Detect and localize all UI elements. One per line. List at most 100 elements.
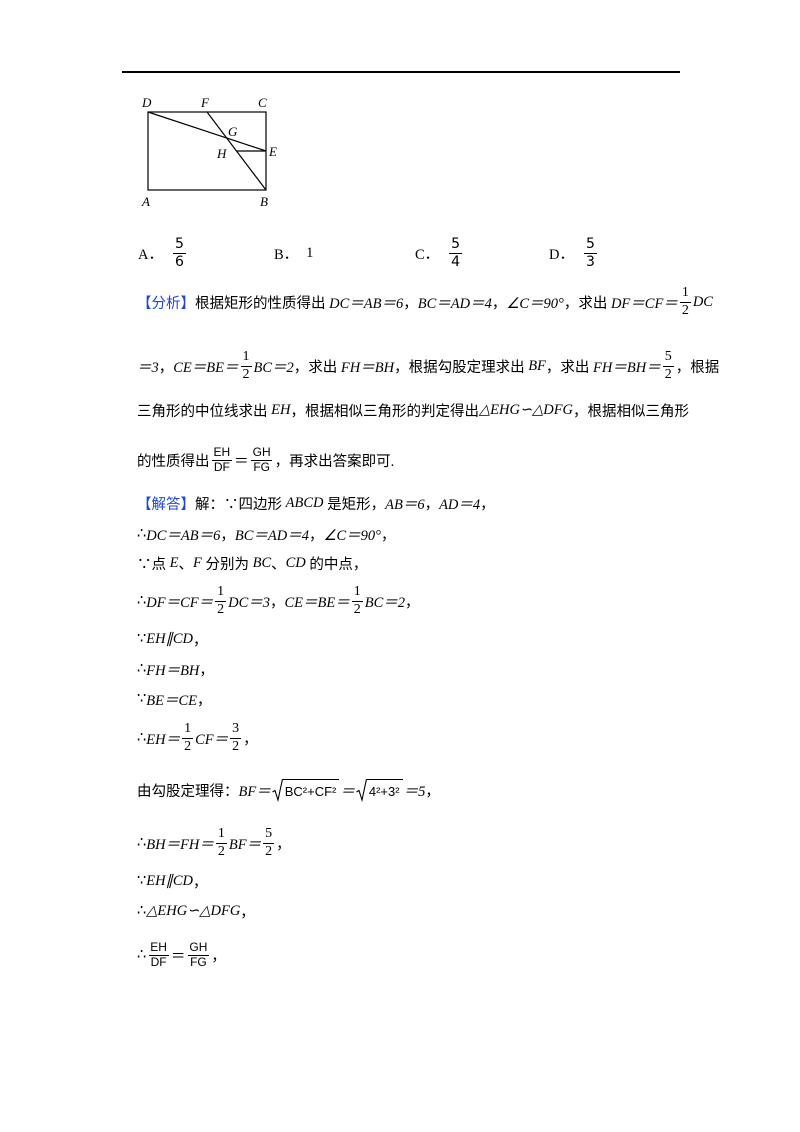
math-expression: ∠C＝90° [506,295,564,312]
point-label-c: C [258,95,267,110]
fraction-denominator: 2 [240,365,252,382]
text-segment: ， [425,783,440,800]
fraction-denominator: FG [188,954,209,969]
solution-line-12: ∴ △EHG∽△DFG ， [137,891,255,931]
math-expression: BF＝ [228,836,262,853]
fraction-denominator: 2 [263,842,275,859]
text-segment: ， [196,692,212,709]
text-segment: ， [220,527,235,544]
fraction-denominator: 4 [449,252,463,270]
math-expression: BF＝ [238,783,271,800]
math-expression: FH＝BH＝ [593,359,661,376]
analysis-line-1: 【分析】 根据矩形的性质得出 DC＝AB＝6 ， BC＝AD＝4 ， ∠C＝90… [137,282,713,322]
fraction-numerator: GH [189,939,208,954]
text-segment: ，求出 [293,359,341,376]
text-segment: ，根据相似三角形 [573,403,690,420]
solution-tag: 【解答】 [137,496,195,513]
point-label-a: A [141,194,150,209]
fraction-numerator: 5 [265,826,273,842]
header-rule [122,71,680,73]
text-segment: ， [240,904,255,921]
math-expression: DF＝CF＝ [610,295,678,312]
math-expression: DC＝AB＝6 [146,527,221,544]
text-segment: ， [192,632,208,649]
choice-letter: A． [138,246,163,263]
fraction-numerator: EH [150,939,167,954]
text-segment: ∴ [137,902,147,919]
square-root: 4²+3² [356,778,403,802]
text-segment: 的中点， [305,556,368,573]
math-expression: DC [692,293,713,310]
geometry-figure: D F C G H E A B [141,95,277,209]
point-label-h: H [216,146,227,161]
math-expression: EH＝ [146,731,181,748]
text-segment: ， [405,594,420,611]
text-segment: ∵ [137,690,147,707]
fraction-numerator: 5 [664,349,672,365]
math-expression: CE＝BE＝ [173,359,239,376]
text-segment: ，根据勾股定理求出 [394,359,529,376]
fraction-denominator: 6 [172,252,186,270]
math-expression: BF [528,357,546,374]
text-segment: 、 [178,556,193,573]
equals-sign: ＝ [170,948,186,965]
text-segment: ∴ [137,660,147,677]
math-expression: ∠C＝90° [323,527,381,544]
fraction-numerator: EH [213,444,231,459]
text-segment: ， [270,594,285,611]
radicand: 4²+3² [366,779,403,802]
solution-line-2: ∴ DC＝AB＝6 ， BC＝AD＝4 ， ∠C＝90° ， [137,514,395,554]
math-expression: EH∥CD [146,630,193,647]
fraction-numerator: 3 [232,721,240,737]
radical-sign-icon [356,778,367,802]
text-segment: ∴ [137,729,147,746]
point-label-e: E [268,144,277,159]
point-label-b: B [260,194,268,209]
text-segment: ， [403,295,418,312]
math-expression: △EHG∽△DFG [146,902,241,919]
solution-line-6: ∴ FH＝BH ， [137,649,214,689]
solution-line-7: ∵ BE＝CE ， [137,679,211,719]
text-segment: 的性质得出 [137,453,210,470]
math-expression: ＝ [340,783,355,800]
text-segment: ∴ [137,946,147,963]
fraction-numerator: 1 [217,584,225,600]
fraction-numerator: GH [252,444,271,459]
fraction-denominator: 2 [351,600,363,617]
fraction-numerator: 1 [184,721,192,737]
math-expression: BE＝CE [146,692,197,709]
text-segment: ，求出 [545,359,594,376]
math-expression: EH [271,401,291,418]
text-segment: ，根据相似三角形的判定得出 [290,403,479,420]
math-expression: ABCD [285,494,324,511]
square-root: BC²+CF² [271,778,340,802]
text-segment: 、 [271,556,286,573]
text-segment: ∵ [137,872,147,889]
text-segment: 三角形的中位线求出 [137,403,272,420]
choice-value: 1 [306,244,314,261]
segment-de [147,111,267,152]
text-segment: ，根据 [675,359,720,376]
fraction-denominator: 2 [182,737,194,754]
math-expression: EH∥CD [146,872,193,889]
math-expression: BC＝AD＝4 [234,527,309,544]
math-expression: BC [252,554,272,571]
fraction-denominator: 2 [230,737,242,754]
choice-letter: B． [274,246,299,263]
text-segment: ， [480,496,495,513]
fraction-numerator: 5 [585,236,595,253]
text-segment: ∵点 [137,556,170,573]
fraction-denominator: 2 [662,365,674,382]
math-expression: BC＝2 [253,359,294,376]
equals-sign: ＝ [234,453,249,470]
text-segment: ， [491,295,507,312]
math-expression: ＝5 [403,783,426,800]
